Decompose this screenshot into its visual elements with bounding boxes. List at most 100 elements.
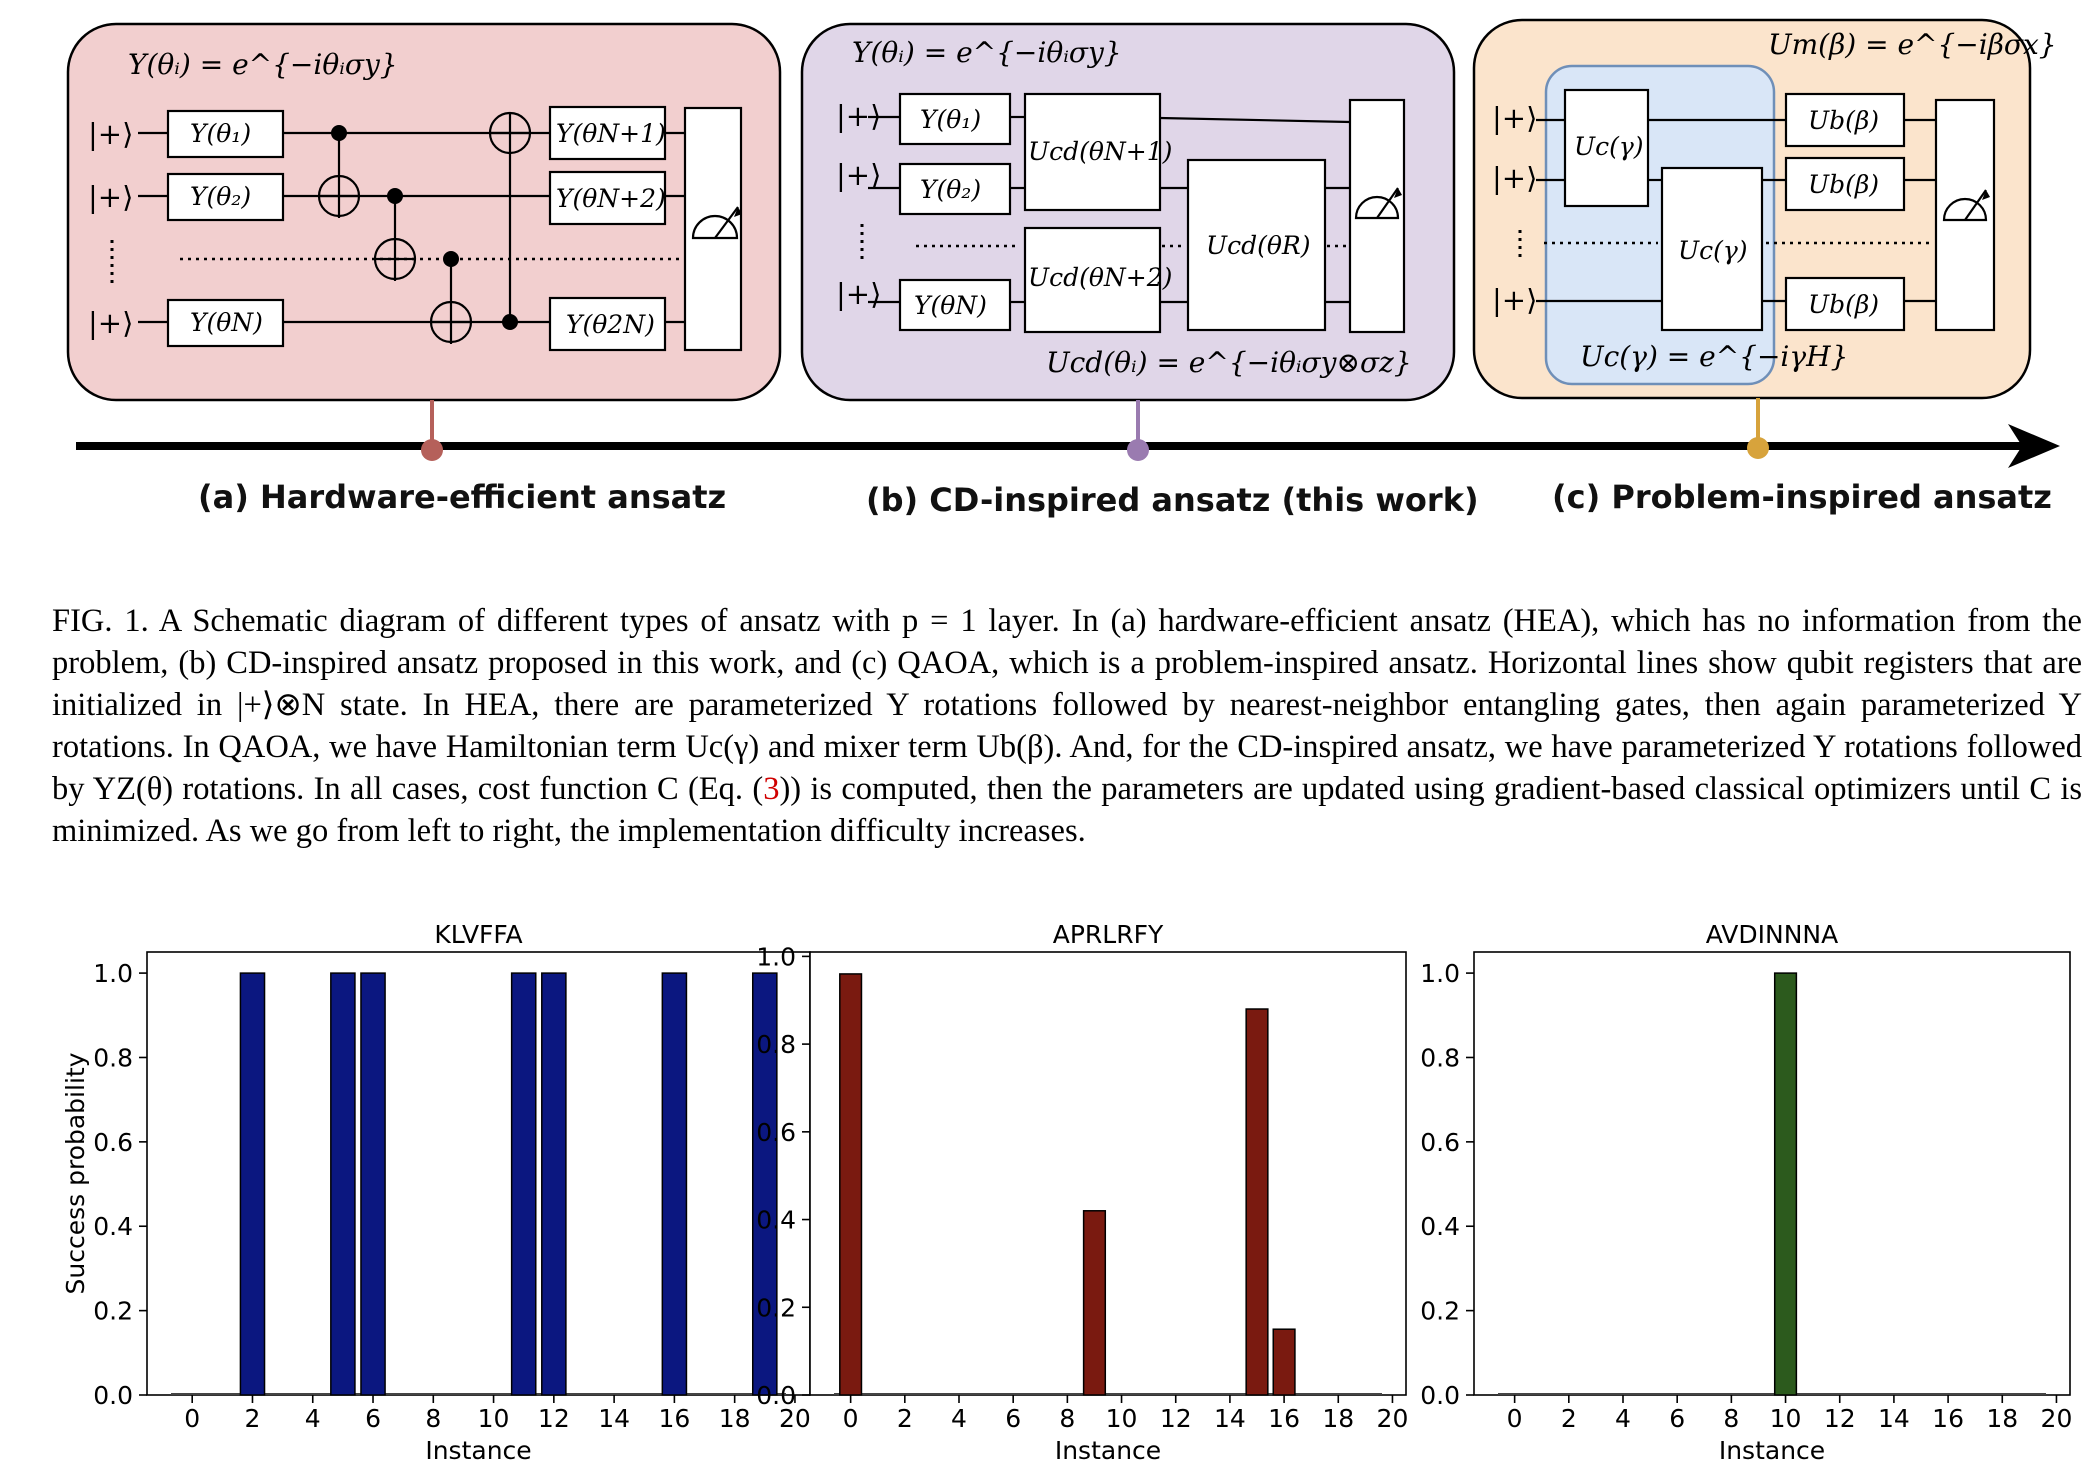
ket-input: |+⟩ [836,99,881,133]
meter-icon [1354,187,1402,220]
x-tick-label: 0 [843,1404,859,1433]
equation-ref-link[interactable]: 3 [763,771,780,807]
gate-label: Y(θN+1) [556,119,666,148]
x-axis-label: Instance [1055,1436,1161,1465]
meter-icon [691,206,742,240]
x-tick-label: 12 [538,1404,570,1433]
caption-text-continued: )) is computed, then the parameters are … [52,771,2082,849]
panel-b-formula-bottom: Ucd(θᵢ) = e^{−iθᵢσy⊗σz} [1046,346,1412,379]
bar [330,972,356,1396]
figure-caption: FIG. 1. A Schematic diagram of different… [52,600,2082,852]
chart-title: APRLRFY [1053,920,1164,949]
gate-label: Y(θN+2) [556,184,666,213]
bar [1082,1210,1107,1396]
bar [751,972,778,1396]
x-tick-label: 20 [2041,1404,2073,1433]
x-tick-label: 6 [1005,1404,1021,1433]
x-tick-label: 20 [779,1404,811,1433]
y-tick-label: 0.6 [1420,1128,1460,1157]
ket-input: |+⟩ [88,180,133,214]
x-tick-label: 2 [245,1404,261,1433]
ket-input: |+⟩ [1492,283,1537,317]
circuit-figure: .box { fill:#fff; stroke:#000; stroke-wi… [66,18,2060,468]
ket-input: |+⟩ [88,306,133,340]
bar [661,972,688,1396]
x-tick-label: 12 [1160,1404,1192,1433]
x-tick-label: 16 [1932,1404,1964,1433]
x-axis-label: Instance [425,1436,531,1465]
panel-c-formula: Um(β) = e^{−iβσx} [1768,28,2057,61]
gate-label: Ub(β) [1808,106,1879,135]
bar [1272,1328,1296,1396]
gate-label: Y(θ2N) [566,310,655,339]
panel-b-label: (b) CD-inspired ansatz (this work) [866,481,1479,519]
x-tick-label: 18 [719,1404,751,1433]
x-tick-label: 6 [365,1404,381,1433]
x-tick-label: 18 [1986,1404,2018,1433]
panel-c-label: (c) Problem-inspired ansatz [1552,478,2052,516]
x-tick-label: 0 [1507,1404,1523,1433]
timeline-marker-b [1127,439,1149,461]
x-tick-label: 10 [1770,1404,1802,1433]
timeline-arrow [76,398,2060,468]
y-tick-label: 0.4 [93,1212,133,1241]
y-tick-label: 0.2 [1420,1297,1460,1326]
ket-input: |+⟩ [1492,161,1537,195]
ket-input: |+⟩ [88,117,133,151]
gate-label: Ucd(θR) [1206,231,1310,260]
panel-a-label: (a) Hardware-efficient ansatz [198,478,727,516]
chart-title: KLVFFA [434,920,522,949]
gate-label: Y(θ₂) [920,175,981,204]
x-tick-label: 16 [1268,1404,1300,1433]
x-tick-label: 8 [425,1404,441,1433]
y-tick-label: 0.4 [1420,1212,1460,1241]
y-tick-label: 1.0 [756,942,796,971]
y-tick-label: 0.0 [1420,1381,1460,1410]
gate-label: Y(θ₁) [190,119,251,148]
panel-b-formula: Y(θᵢ) = e^{−iθᵢσy} [852,36,1122,69]
ket-input: |+⟩ [1492,101,1537,135]
x-tick-label: 0 [184,1404,200,1433]
cnot-gate [488,111,532,330]
bar [360,972,386,1396]
gate-label: Uc(γ) [1678,236,1748,265]
x-tick-label: 14 [598,1404,630,1433]
x-tick-label: 10 [1106,1404,1138,1433]
caption-text: A Schematic diagram of different types o… [52,603,2082,807]
gate-label: Ub(β) [1808,290,1879,319]
caption-fig-label: FIG. 1. [52,603,149,639]
bar [541,972,567,1396]
y-tick-label: 0.2 [756,1293,796,1322]
y-tick-label: 0.0 [93,1381,133,1410]
x-tick-label: 2 [897,1404,913,1433]
timeline-marker-c [1747,437,1769,459]
gate-label: Ucd(θN+2) [1028,263,1172,292]
panel-c: Um(β) = e^{−iβσx} |+⟩ |+⟩ |+⟩ Uc(γ) Uc(γ… [1472,18,2057,400]
x-tick-label: 14 [1878,1404,1910,1433]
x-tick-label: 4 [1615,1404,1631,1433]
chart-title: AVDINNNA [1706,920,1838,949]
x-tick-label: 6 [1669,1404,1685,1433]
x-tick-label: 8 [1059,1404,1075,1433]
x-tick-label: 14 [1214,1404,1246,1433]
timeline-marker-a [421,439,443,461]
x-axis-label: Instance [1719,1436,1825,1465]
x-tick-label: 10 [478,1404,510,1433]
bar [1245,1008,1269,1396]
plot-frame [1473,951,2071,1396]
y-tick-label: 0.6 [93,1128,133,1157]
gate-label: Y(θN) [190,308,263,337]
x-tick-label: 20 [1377,1404,1409,1433]
x-tick-label: 8 [1723,1404,1739,1433]
x-tick-label: 4 [951,1404,967,1433]
ket-input: |+⟩ [836,277,881,311]
cnot-gate [429,251,473,344]
x-tick-label: 2 [1561,1404,1577,1433]
bar [1773,972,1798,1396]
plot-frame [809,951,1407,1396]
cnot-gate [373,188,417,281]
y-tick-label: 1.0 [93,959,133,988]
y-tick-label: 0.8 [1420,1043,1460,1072]
y-tick-label: 0.2 [93,1297,133,1326]
y-axis-label: Success probability [61,1052,90,1294]
